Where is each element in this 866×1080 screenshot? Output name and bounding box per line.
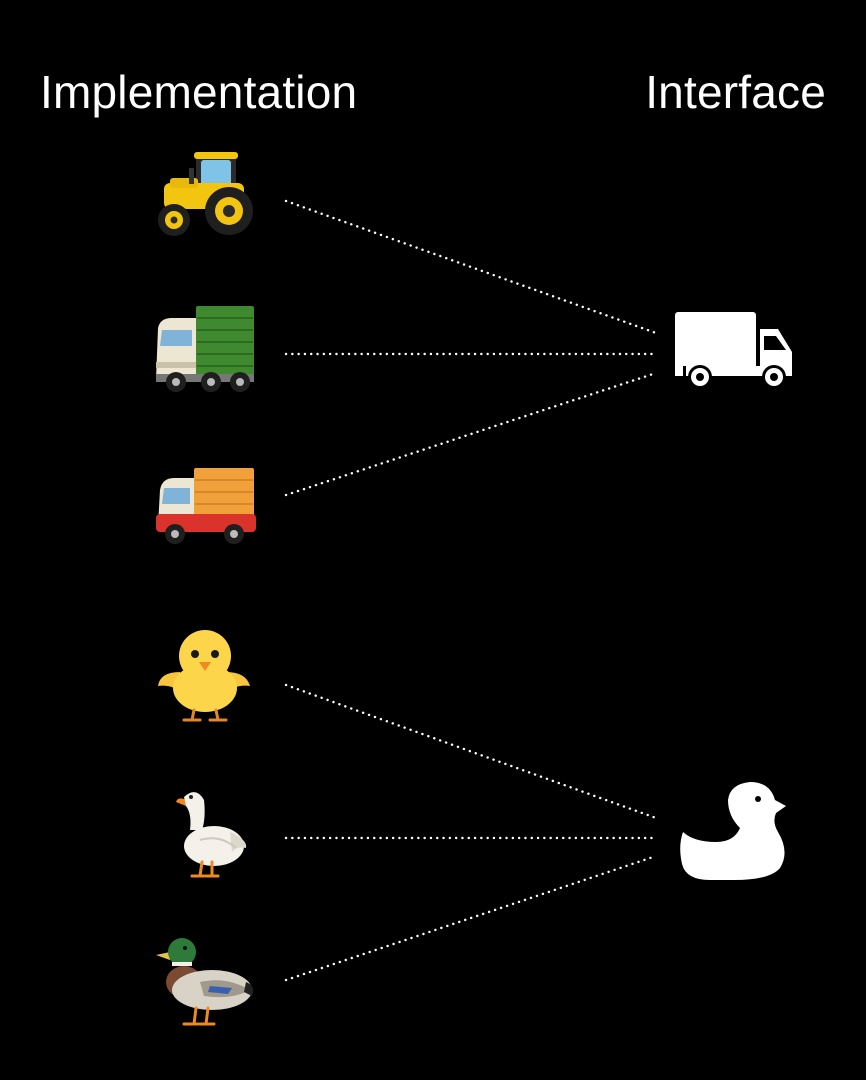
baby-chick-icon xyxy=(158,630,250,722)
duck-interface-icon xyxy=(680,782,786,880)
truck-interface-icon xyxy=(675,312,792,389)
tractor-icon xyxy=(158,152,253,236)
implementation-heading: Implementation xyxy=(40,66,358,118)
connector-mallard-to-duck xyxy=(284,854,658,982)
connector-delivery-truck-to-truck xyxy=(284,371,658,497)
connector-tractor-to-truck xyxy=(284,199,658,335)
mallard-duck-icon xyxy=(156,938,254,1026)
green-cargo-truck-icon xyxy=(156,306,254,392)
connector-chick-to-duck xyxy=(284,683,658,820)
delivery-truck-icon xyxy=(156,468,256,544)
connector-lines xyxy=(284,199,658,982)
interface-heading: Interface xyxy=(645,66,826,118)
goose-icon xyxy=(176,792,247,878)
